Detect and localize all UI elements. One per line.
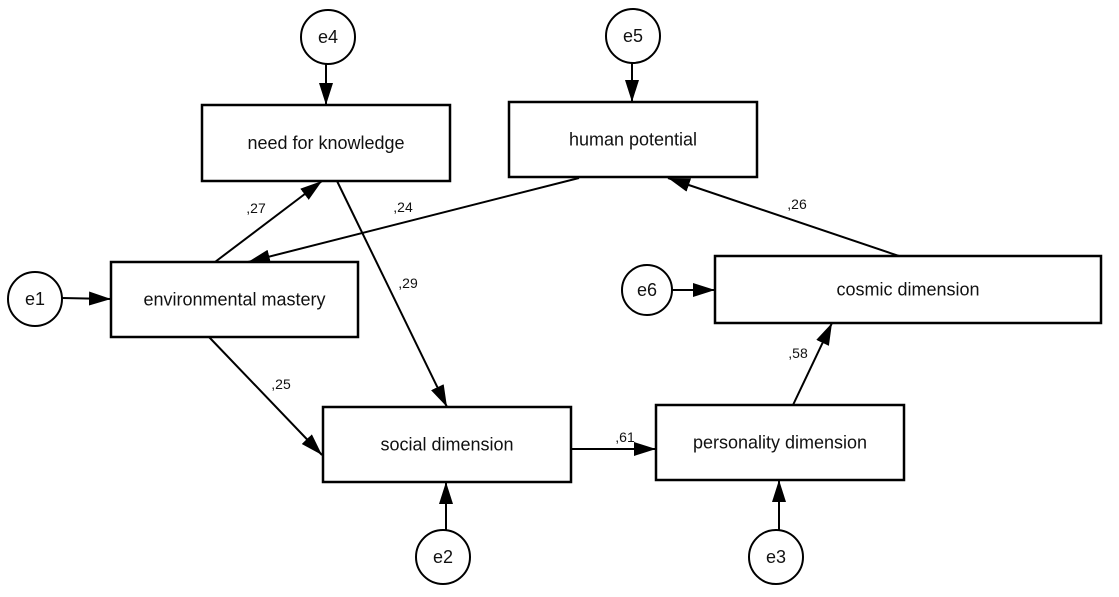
variable-box-outline [109,260,360,339]
error-term-circle [7,271,63,327]
variable-label: cosmic dimension [836,280,979,300]
path-coefficient-personality-dimension-to-cosmic-dimension: ,58 [788,345,808,361]
nodes-layer: need for knowledge human potential environ… [7,8,1103,585]
variable-label: need for knowledge [247,133,404,153]
variable-label: personality dimension [693,433,867,453]
variable-box-human-potential: human potential [507,100,759,179]
edges-layer [61,63,900,530]
path-coefficient-cosmic-dimension-to-human-potential: ,26 [787,196,807,212]
path-arrow-need-for-knowledge-to-social-dimension [336,180,448,408]
error-term-label: e3 [766,547,786,567]
path-coefficient-social-dimension-to-personality-dimension: ,61 [615,429,635,445]
error-term-circle [621,264,673,316]
variable-box-outline [200,103,452,183]
error-term-label: e5 [623,26,643,46]
error-term-circle [415,529,471,585]
path-arrow-e1-to-environmental-mastery [61,291,112,306]
variable-box-cosmic-dimension: cosmic dimension [713,254,1103,325]
path-arrow-environmental-mastery-to-social-dimension [208,336,323,456]
error-term-label: e6 [637,280,657,300]
variable-box-social-dimension: social dimension [321,405,573,484]
error-term-e1: e1 [7,271,63,327]
variable-box-environmental-mastery: environmental mastery [109,260,360,339]
variable-box-need-for-knowledge: need for knowledge [200,103,452,183]
variable-box-outline [713,254,1103,325]
path-arrow-environmental-mastery-to-need-for-knowledge [214,180,323,263]
error-term-e3: e3 [748,529,804,585]
variable-label: environmental mastery [143,290,325,310]
path-coefficient-need-for-knowledge-to-social-dimension: ,29 [398,275,418,291]
path-coefficient-environmental-mastery-to-social-dimension: ,25 [271,376,291,392]
error-term-e2: e2 [415,529,471,585]
error-term-label: e4 [318,27,338,47]
error-term-circle [300,9,356,65]
path-arrow-cosmic-dimension-to-human-potential [667,177,900,257]
error-term-label: e1 [25,289,45,309]
path-coefficient-human-potential-to-environmental-mastery: ,24 [393,199,413,215]
variable-box-outline [507,100,759,179]
path-coefficient-environmental-mastery-to-need-for-knowledge: ,27 [246,200,266,216]
path-arrow-personality-dimension-to-cosmic-dimension [792,322,833,406]
variable-box-outline [321,405,573,484]
error-term-circle [605,8,661,64]
variable-box-outline [654,403,906,482]
error-term-e4: e4 [300,9,356,65]
error-term-e5: e5 [605,8,661,64]
variable-box-personality-dimension: personality dimension [654,403,906,482]
error-term-circle [748,529,804,585]
path-arrow-human-potential-to-environmental-mastery [247,177,580,264]
error-term-e6: e6 [621,264,673,316]
error-term-label: e2 [433,547,453,567]
variable-label: social dimension [380,435,513,455]
edge-labels-layer: ,27 ,24 ,29 ,25 ,61 ,58 ,26 [246,196,808,445]
variable-label: human potential [569,130,697,150]
